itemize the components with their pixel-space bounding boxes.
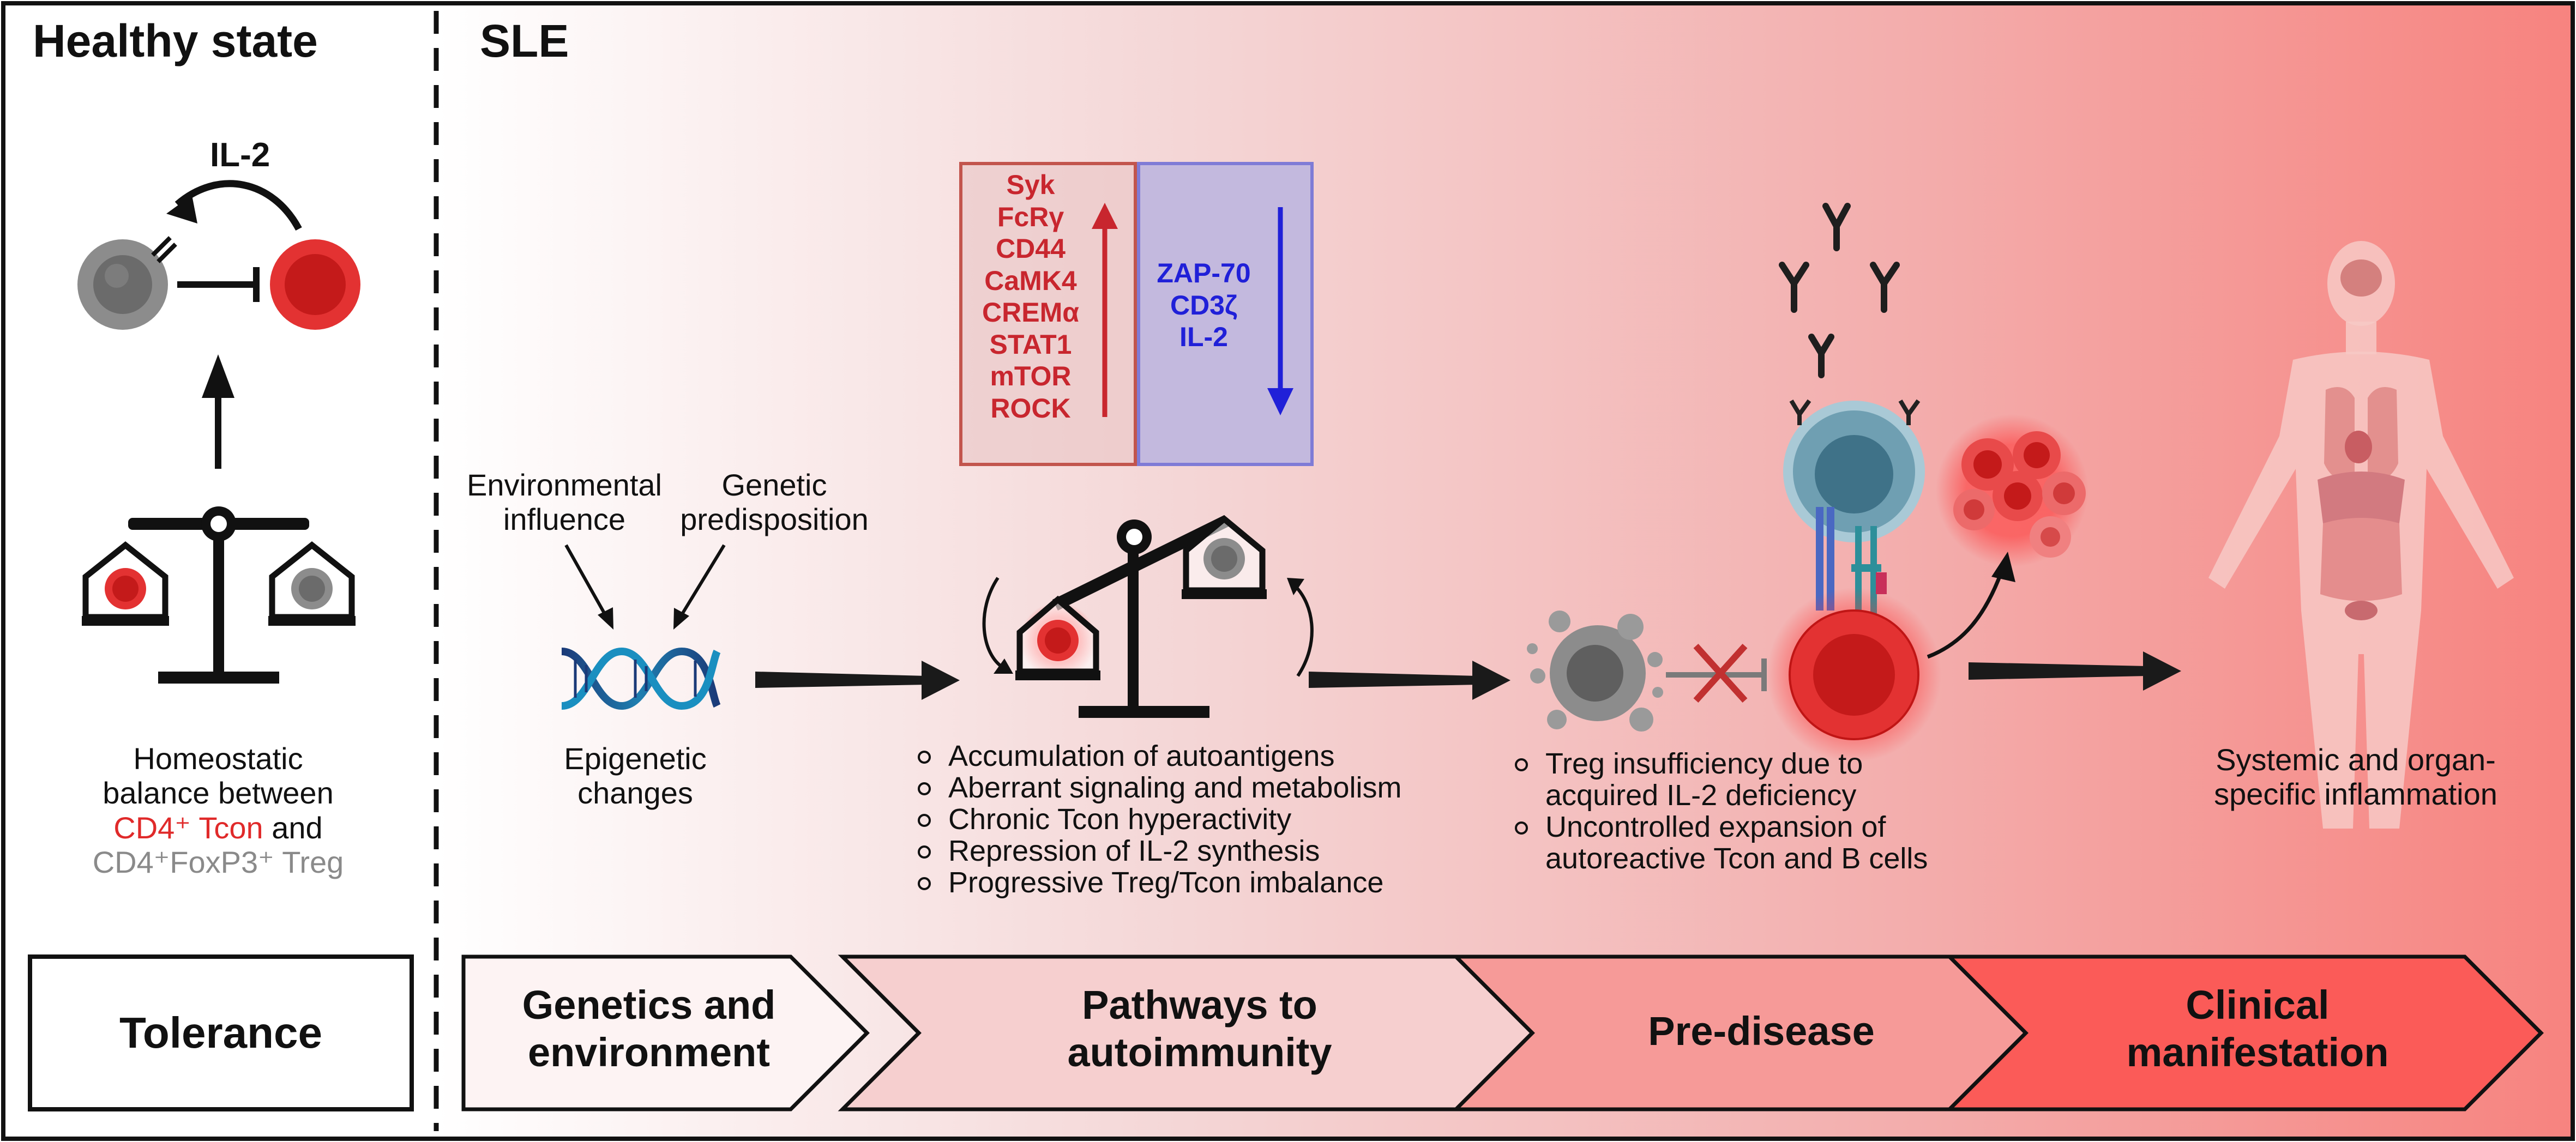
stage-label-line: Pre-disease [1648, 1008, 1875, 1054]
stage-chevron-3 [1945, 954, 2544, 1111]
down-arrow-head-blue [1267, 388, 1293, 415]
antibody-icons [1779, 203, 1900, 378]
pathway-point: Progressive Treg/Tcon imbalance [913, 867, 1401, 898]
balance-line-2: balance between [103, 776, 334, 811]
flow-arrow-2 [1309, 661, 1510, 700]
tcon-expansion-cluster [1936, 414, 2089, 567]
epi-label-line-2: changes [577, 776, 693, 811]
x-mark-icon [1693, 643, 1748, 703]
stage-label-line: environment [527, 1030, 771, 1075]
env-arrow-head [598, 607, 613, 630]
stage-label-2: Pre-disease [1538, 1007, 1985, 1055]
tcon-label: CD4⁺ Tcon [113, 810, 263, 845]
env-label-line-2: influence [503, 502, 626, 537]
down-molecule-0: ZAP-70 [1157, 258, 1251, 288]
pathway-point: Aberrant signaling and metabolism [913, 772, 1401, 803]
pathway-point: Repression of IL-2 synthesis [913, 835, 1401, 867]
gen-arrow-head [673, 608, 689, 630]
predisease-point-line: Uncontrolled expansion of [1545, 811, 1886, 843]
flow-arrow-1 [755, 661, 960, 700]
stage-label-line: Pathways to [1082, 982, 1317, 1028]
genetic-label: Genetic predisposition [671, 468, 878, 537]
b-cell-receptors [1789, 399, 1921, 425]
il2-arrow-head [166, 195, 197, 223]
pathway-point: Accumulation of autoantigens [913, 740, 1401, 772]
up-molecule-7: ROCK [990, 392, 1071, 424]
stage-label-line: Clinical [2186, 982, 2330, 1028]
predisease-point-line: acquired IL-2 deficiency [1545, 779, 1857, 812]
stage-tolerance: Tolerance [119, 1008, 322, 1057]
apoptotic-treg-icon [1527, 611, 1663, 732]
pathway-point: Chronic Tcon hyperactivity [913, 803, 1401, 835]
il2-label: IL-2 [210, 136, 270, 174]
balance-line-3: CD4⁺ Tcon and [55, 811, 382, 845]
up-molecule-6: mTOR [990, 361, 1072, 391]
gen-label-line-1: Genetic [721, 468, 827, 502]
il2-receptor-icon [151, 236, 177, 263]
balance-line-1: Homeostatic [133, 741, 303, 776]
stage-label-line: manifestation [2126, 1030, 2389, 1075]
healthy-state-title: Healthy state [33, 15, 318, 67]
sle-title: SLE [480, 15, 569, 67]
stage-label-line: autoimmunity [1067, 1030, 1332, 1075]
expansion-arrow [1927, 571, 2003, 659]
and-word: and [263, 810, 323, 845]
clinical-label-line-2: specific inflammation [2214, 777, 2497, 812]
up-arrow-head [202, 354, 234, 398]
epi-label-line-1: Epigenetic [564, 741, 707, 776]
stage-chevrons [461, 954, 2544, 1111]
il2-secretion-arrow [174, 180, 302, 231]
human-body-icon [2208, 241, 2514, 829]
flow-arrow-3 [1969, 651, 2181, 691]
env-arrow [564, 544, 607, 616]
homeostatic-balance-text: Homeostatic balance between CD4⁺ Tcon an… [55, 741, 382, 879]
treg-label: CD4⁺FoxP3⁺ Treg [92, 844, 344, 879]
clinical-label-line-1: Systemic and organ- [2216, 742, 2496, 777]
clinical-label: Systemic and organ- specific inflammatio… [2159, 742, 2552, 812]
balanced-scale-icon [82, 506, 356, 684]
up-molecule-3: CaMK4 [984, 265, 1077, 296]
epigenetic-label: Epigenetic changes [537, 741, 733, 811]
up-molecule-5: STAT1 [989, 329, 1072, 360]
tolerance-box [28, 954, 414, 1111]
up-arrow-head-red [1092, 203, 1118, 229]
down-molecule-1: CD3ζ [1170, 289, 1238, 321]
stage-label-line: Genetics and [522, 982, 776, 1028]
downregulated-box [1137, 162, 1314, 466]
env-label: Environmental influence [455, 468, 673, 537]
up-molecule-4: CREMα [982, 297, 1079, 328]
gen-label-line-2: predisposition [680, 502, 869, 537]
imbalanced-scale-icon [982, 515, 1314, 718]
dna-icon [561, 647, 721, 710]
up-molecule-0: Syk [1006, 170, 1055, 200]
up-molecule-2: CD44 [996, 233, 1066, 264]
gen-arrow [680, 544, 726, 616]
tcon-cell-icon [270, 239, 360, 330]
predisease-point-line: autoreactive Tcon and B cells [1545, 842, 1928, 875]
env-label-line-1: Environmental [467, 468, 662, 502]
expansion-arrow-head [1991, 552, 2015, 582]
up-molecule-1: FcRγ [997, 201, 1064, 232]
treg-cell-icon [77, 239, 168, 330]
down-molecule-2: IL-2 [1179, 322, 1228, 352]
b-cell-icon [1783, 401, 1925, 542]
predisease-point-line: Treg insufficiency due to [1545, 747, 1863, 780]
activated-tcon-icon [1789, 609, 1919, 740]
stage-chevron-0 [461, 954, 870, 1111]
